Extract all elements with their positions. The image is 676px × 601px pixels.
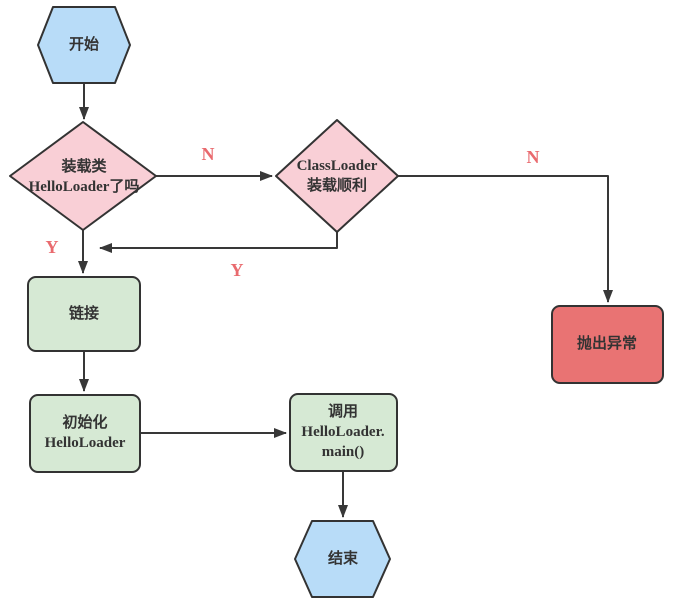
initialize-rect-shape[interactable]: [29, 394, 141, 473]
check-loaded-diamond-shape[interactable]: [9, 121, 157, 231]
edge-classloader-to-exception: [398, 175, 613, 303]
classloader-ok-diamond-shape[interactable]: [275, 119, 399, 233]
invoke-main-rect-shape[interactable]: [289, 393, 398, 472]
throw-exception-rect-shape[interactable]: [551, 305, 664, 384]
start-hexagon-shape[interactable]: [37, 6, 131, 84]
link-rect-shape[interactable]: [27, 276, 141, 352]
edge-classloader-to-link-merge: [99, 231, 338, 253]
end-hexagon-shape[interactable]: [294, 520, 391, 598]
